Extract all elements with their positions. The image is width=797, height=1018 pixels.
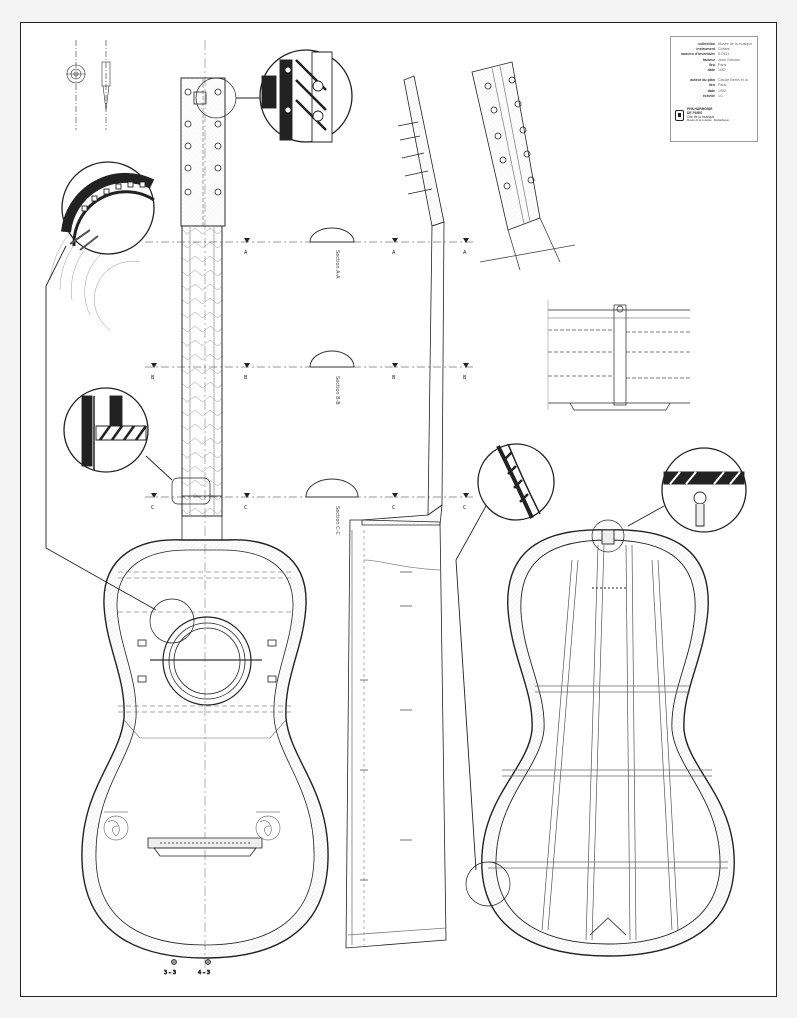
title-block-value: 1/1 [718,93,723,98]
philharmonie-logo: PHILHARMONIE DE PARIS Cité de la musique… [675,107,753,123]
end-pin-label-left: 3 – 3 [164,970,176,976]
title-block-key: lieu [708,83,715,88]
bridge-ornaments [103,811,281,841]
title-block-value: 1687 [718,68,726,73]
section-bb-profile [309,350,355,368]
section-bb-title: Section B-B [334,376,340,405]
logo-line: PHILHARMONIE [687,107,713,112]
front-tuning-pegs [184,88,222,196]
front-rosette [162,616,252,706]
section-a-mark-1: A [244,250,248,256]
title-block-key: numéro d'inventaire [680,52,715,57]
brace-detail-view [547,300,690,411]
section-c-mark-1: C [151,505,155,511]
back-braces-horizontal [488,685,728,869]
title-block-value: Claude Bertin et al. [718,78,749,83]
logo-mark-icon [675,109,684,121]
section-a-mark-3: A [463,250,467,256]
section-cc-profile [305,478,359,498]
section-a-mark-2: A [392,250,396,256]
angled-head-pegs [484,76,535,190]
title-block-key: facteur [703,57,715,62]
logo-line: DE PARIS [687,111,703,116]
title-block-key: date [707,68,715,73]
end-pin-marker-left [171,959,177,965]
side-headstock [403,75,445,227]
title-block-key: date [707,88,715,93]
tuning-peg-views [66,40,111,130]
angled-headstock-view [471,61,576,271]
detail-rosette-inlay [61,161,155,255]
back-view [481,529,735,957]
title-block-value: 1992 [718,88,726,93]
title-block-value: Paris [718,83,727,88]
front-bridge [147,837,263,857]
section-indicators [145,227,475,498]
side-body [345,519,447,949]
title-block-value: Guitare [718,47,730,52]
section-cc-title: Section C-C [334,506,340,535]
side-neck [427,221,445,516]
section-c-mark-4: C [463,505,467,511]
section-b-mark-3: B [392,375,396,381]
title-block-key: auteur du plan [690,78,715,83]
title-block-value: Musée de la musique [718,42,753,46]
detail-binding-inlay [63,387,149,473]
logo-line: Musée de la musique · Médiathèque [687,119,729,123]
section-c-mark-2: C [244,505,248,511]
title-block-key: lieu [708,62,715,67]
side-view [345,75,447,949]
section-b-mark-1: B [151,375,155,381]
detail-headstock-inlay [259,49,353,143]
logo-line: Cité de la musique [687,115,715,120]
title-block-value: Paris [718,62,727,67]
logo-text: PHILHARMONIE DE PARIS Cité de la musique… [687,107,729,123]
section-aa-profile [309,227,355,243]
detail-rib-inlay [477,443,555,521]
detail-back-joint [661,447,747,533]
section-b-mark-4: B [463,375,467,381]
section-c-mark-3: C [392,505,396,511]
title-block-value: E.0421 [718,52,730,57]
section-b-mark-2: B [244,375,248,381]
end-pin-label-right: 4 – 3 [198,970,210,976]
detail-callouts [45,49,747,907]
title-block-key: instrument [696,47,715,52]
front-view: 3 – 3 4 – 3 [81,40,329,976]
end-pin-marker-right [205,959,211,965]
section-labels: A A A B B B B C C C C Section A-A Sectio… [151,250,467,535]
title-block-key: échelle [702,93,715,98]
title-block-key: collection [698,42,715,46]
section-aa-title: Section A-A [334,250,340,279]
title-block-value: Jean Voboam [718,57,740,62]
front-neck [181,225,223,517]
